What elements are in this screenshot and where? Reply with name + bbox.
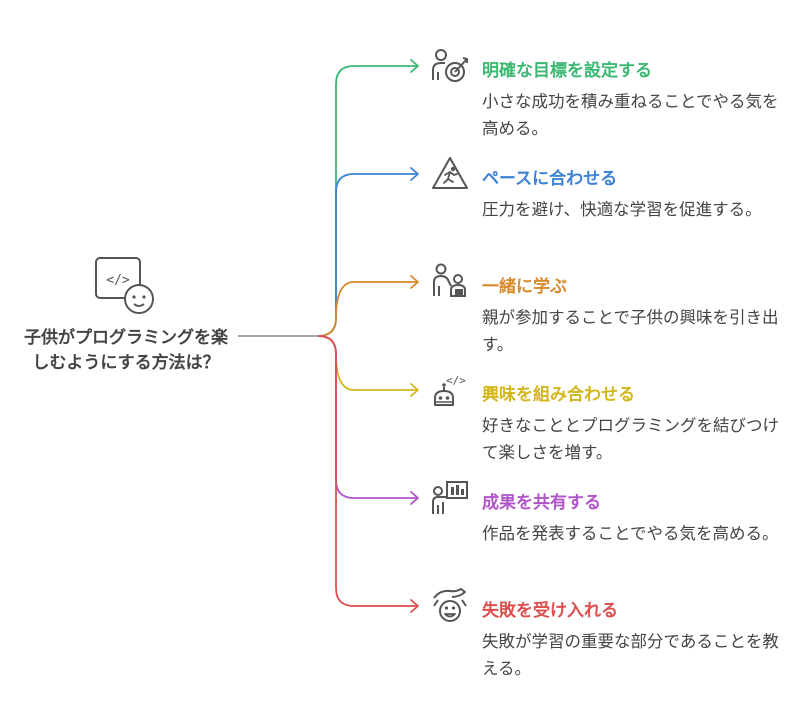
item-description: 好きなこととプログラミングを結びつけて楽しさを増す。 bbox=[482, 416, 779, 462]
arrowhead bbox=[410, 599, 419, 613]
warning-runner-icon bbox=[430, 154, 470, 194]
item-title: ペースに合わせる bbox=[482, 169, 618, 189]
item-description: 圧力を避け、快適な学習を促進する。 bbox=[482, 200, 762, 219]
arrowhead bbox=[410, 59, 419, 73]
item-title: 失敗を受け入れる bbox=[482, 601, 618, 621]
item-title: 興味を組み合わせる bbox=[482, 385, 635, 405]
branch-connector bbox=[317, 65, 418, 337]
arrowhead bbox=[410, 383, 419, 397]
svg-text:</>: </> bbox=[446, 374, 466, 387]
branch-connector bbox=[317, 335, 418, 499]
arrowhead bbox=[410, 275, 419, 289]
item-title: 一緒に学ぶ bbox=[482, 277, 567, 297]
item-description: 小さな成功を積み重ねることでやる気を高める。 bbox=[482, 92, 779, 138]
item-description: 親が参加することで子供の興味を引き出す。 bbox=[482, 308, 779, 354]
code-child-icon: </> bbox=[93, 255, 157, 319]
item-title: 成果を共有する bbox=[482, 493, 601, 513]
parent-child-icon bbox=[430, 262, 470, 302]
svg-text:</>: </> bbox=[106, 273, 130, 288]
presenter-board-icon bbox=[430, 478, 470, 518]
branch-connector bbox=[317, 281, 418, 337]
robot-code-icon: </> bbox=[430, 370, 470, 410]
target-person-icon bbox=[430, 46, 470, 86]
branch-connector bbox=[317, 335, 418, 607]
hand-face-icon bbox=[430, 586, 470, 626]
arrowhead bbox=[410, 167, 419, 181]
center-title: 子供がプログラミングを楽しむようにする方法は？ bbox=[24, 328, 228, 373]
item-description: 作品を発表することでやる気を高める。 bbox=[482, 524, 779, 543]
branch-connector bbox=[317, 173, 418, 337]
item-description: 失敗が学習の重要な部分であることを教える。 bbox=[482, 632, 779, 678]
item-title: 明確な目標を設定する bbox=[482, 61, 652, 81]
arrowhead bbox=[410, 491, 419, 505]
